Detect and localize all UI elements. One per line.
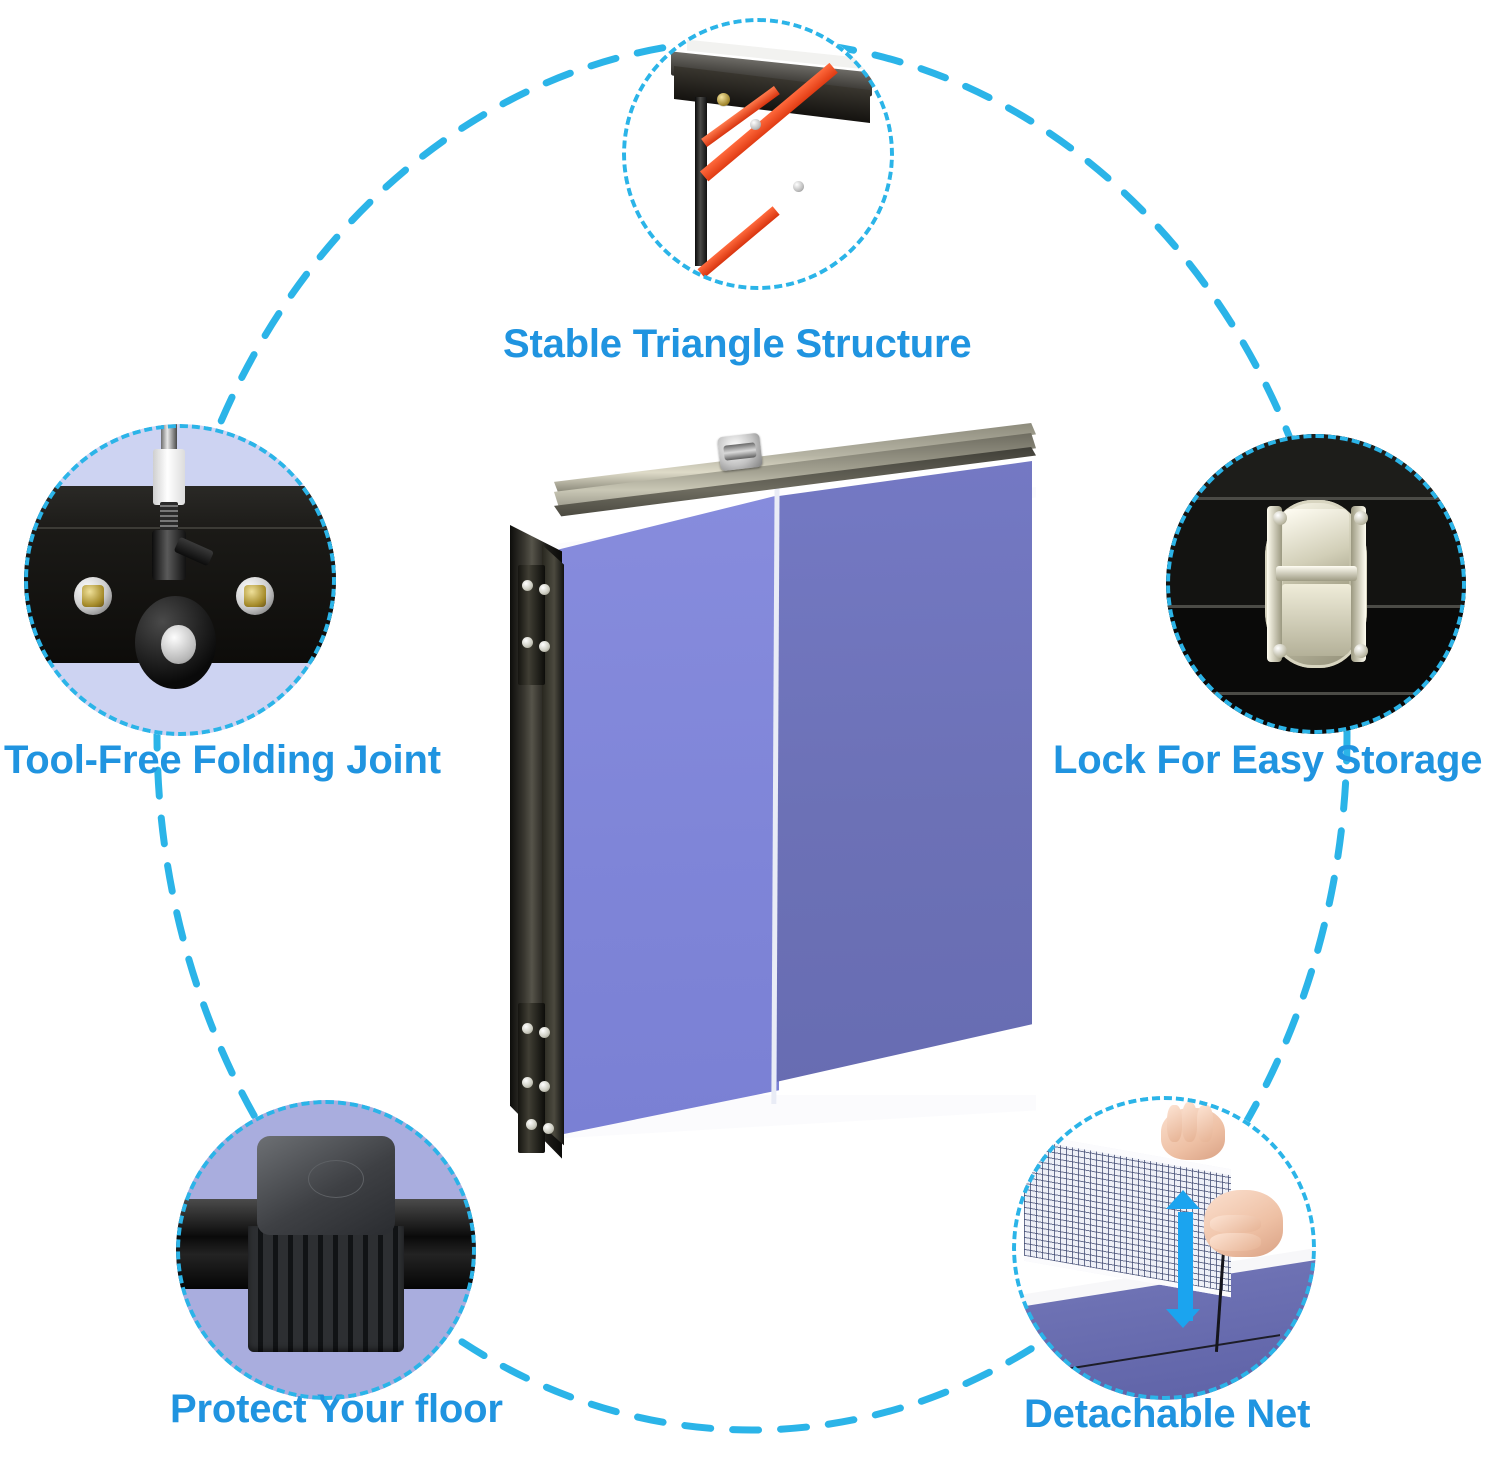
frame-bolt: [543, 1123, 554, 1134]
latch-pin-icon: [1353, 510, 1368, 525]
frame-bolt: [522, 1023, 533, 1034]
finger: [1167, 1105, 1183, 1142]
frame-bolt: [522, 1077, 533, 1088]
frame-bolt: [522, 637, 533, 648]
lift-arrow-up-icon: [1165, 1190, 1200, 1210]
feature-label-detachable-net: Detachable Net: [1024, 1392, 1311, 1436]
feature-label-lock-for-easy-storage: Lock For Easy Storage: [1053, 738, 1483, 782]
folding-joint-photo: [24, 424, 336, 736]
finger: [1182, 1102, 1198, 1142]
table-top-latch-icon: [717, 432, 763, 472]
frame-bolt: [539, 584, 550, 595]
latch-hoop-left: [1266, 506, 1282, 662]
triangle-structure-photo: [622, 18, 894, 290]
folded-table-product-image: [470, 375, 1070, 1165]
lift-arrow-down-icon: [1165, 1308, 1200, 1328]
brace-rivet-icon: [793, 181, 805, 193]
latch-pin-icon: [1272, 510, 1287, 525]
latch-pin-icon: [1272, 644, 1287, 658]
lift-direction-arrow-shaft: [1177, 1211, 1193, 1321]
finger: [1209, 1232, 1262, 1252]
floor-protector-photo: [176, 1100, 476, 1400]
frame-bolt: [539, 641, 550, 652]
latch-pin-icon: [1353, 644, 1368, 658]
feature-label-protect-your-floor: Protect Your floor: [170, 1387, 503, 1431]
latch-cross-bar: [1275, 566, 1357, 581]
feature-bubble-stable-triangle-structure: [622, 18, 894, 290]
floor-protector-ribs: [248, 1226, 404, 1352]
latch-base-plate: [1281, 584, 1351, 656]
feature-bubble-lock-for-easy-storage: [1166, 434, 1466, 734]
detachable-net-photo: [1012, 1096, 1316, 1400]
finger: [1197, 1105, 1213, 1142]
feature-label-stable-triangle-structure: Stable Triangle Structure: [503, 322, 972, 366]
apron-screw-icon: [717, 92, 731, 106]
brace-rivet-icon: [749, 118, 761, 130]
frame-bolt: [526, 1119, 537, 1130]
table-vertical-leg: [695, 96, 707, 266]
joint-wheel-hub: [161, 625, 196, 665]
feature-label-tool-free-folding-joint: Tool-Free Folding Joint: [4, 738, 441, 782]
joint-screw-icon: [236, 576, 275, 615]
panel-band-top: [1166, 434, 1466, 500]
feature-bubble-protect-your-floor: [176, 1100, 476, 1400]
table-left-frame-inner: [542, 544, 564, 1146]
feature-bubble-detachable-net: [1012, 1096, 1316, 1400]
lock-latch-photo: [1166, 434, 1466, 734]
frame-bolt: [539, 1027, 550, 1038]
frame-bolt: [522, 580, 533, 591]
cap-oval-marking: [308, 1160, 364, 1198]
joint-screw-icon: [73, 576, 112, 615]
feature-bubble-tool-free-folding-joint: [24, 424, 336, 736]
red-support-brace-lower: [697, 206, 780, 278]
finger: [1209, 1214, 1262, 1233]
knob-grip: [153, 448, 185, 506]
table-surface-left-panel: [559, 495, 779, 1135]
panel-seam: [1166, 497, 1466, 500]
panel-seam: [1166, 692, 1466, 695]
table-surface-right-panel: [777, 461, 1032, 1082]
latch-hoop-right: [1350, 506, 1366, 662]
frame-bolt: [539, 1081, 550, 1092]
